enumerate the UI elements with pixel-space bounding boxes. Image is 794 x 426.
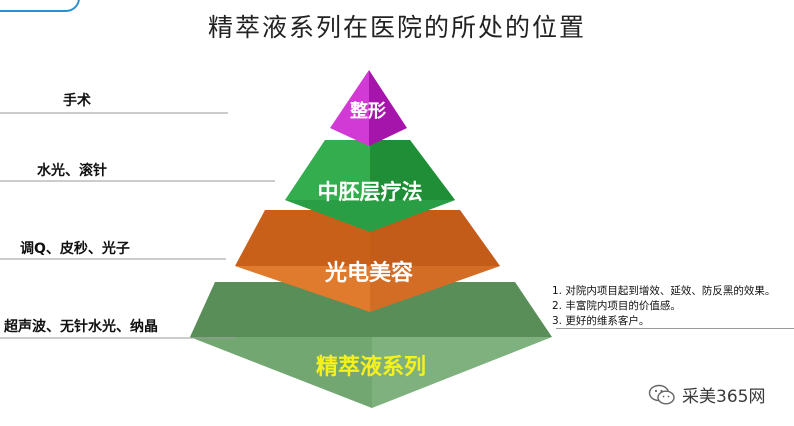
- note-item: 1. 对院内项目起到增效、延效、防反黑的效果。: [552, 285, 776, 297]
- tier-label-base: 精萃液系列: [315, 355, 427, 380]
- page-title: 精萃液系列在医院的所处的位置: [207, 13, 586, 42]
- pyramid-tier-2: [285, 140, 455, 232]
- left-label-4: 超声波、无针水光、纳晶: [4, 319, 158, 335]
- notes-list: 1. 对院内项目起到增效、延效、防反黑的效果。 2. 丰富院内项目的价值感。 3…: [552, 284, 775, 329]
- tier-label-3: 光电美容: [324, 261, 414, 286]
- pyramid-tier-3: [235, 210, 500, 312]
- tier-label-apex: 整形: [350, 101, 386, 122]
- note-item: 3. 更好的维系客户。: [552, 315, 650, 327]
- notes-underline: [556, 328, 794, 329]
- pyramid-tier-apex: [330, 70, 407, 146]
- left-label-1: 手术: [63, 93, 91, 109]
- wechat-icon: [648, 384, 675, 405]
- left-label-2: 水光、滚针: [37, 163, 107, 179]
- note-item: 2. 丰富院内项目的价值感。: [552, 300, 681, 312]
- watermark: 采美365网: [648, 382, 765, 407]
- tier-label-2: 中胚层疗法: [317, 180, 423, 204]
- left-label-3: 调Q、皮秒、光子: [20, 241, 130, 257]
- watermark-text: 采美365网: [682, 387, 766, 407]
